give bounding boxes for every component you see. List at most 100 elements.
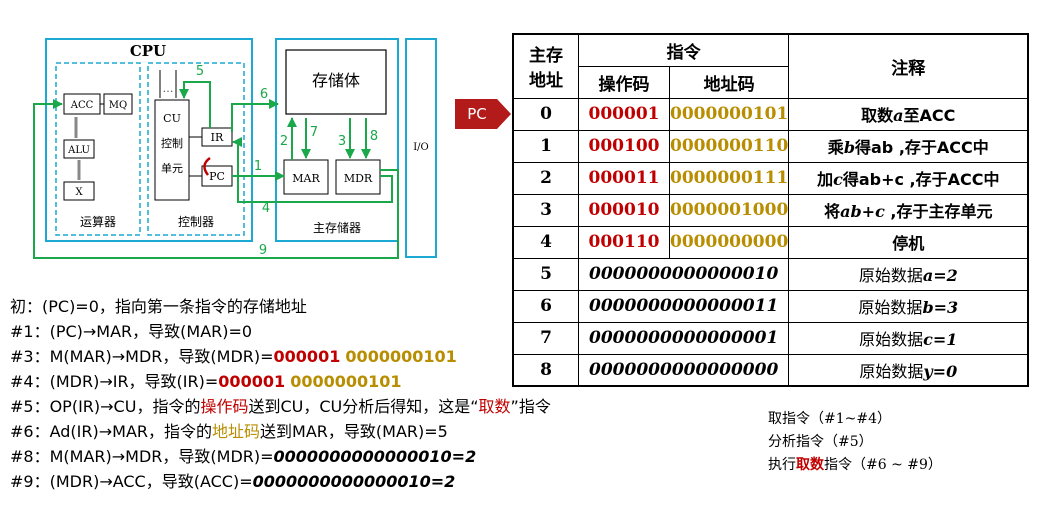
- control-unit-box: [147, 62, 245, 236]
- x-label: X: [75, 187, 83, 198]
- alu-box: [63, 139, 95, 159]
- path-2-label: 2: [280, 134, 288, 149]
- alu-unit-label: 运算器: [80, 214, 116, 229]
- row-opcode: 000110: [578, 225, 670, 259]
- row-opcode: 000100: [578, 129, 670, 163]
- step-6: #6：Ad(IR)→MAR，指令的地址码送到MAR，导致(MAR)=5: [10, 422, 448, 441]
- control-unit-label: 控制器: [178, 215, 214, 229]
- row-note: 将ab+c ,存于主存单元: [788, 193, 1029, 227]
- path-3-label: 3: [338, 134, 346, 149]
- row-addrcode: 0000000101: [668, 97, 790, 131]
- row-note: 停机: [788, 225, 1029, 259]
- row-note: 取数a至ACC: [788, 97, 1029, 131]
- row-addr: 3: [512, 193, 579, 227]
- row-data-value: 0000000000000011: [577, 289, 790, 323]
- path-4: [232, 137, 393, 203]
- mar-label: MAR: [292, 172, 320, 185]
- cu-sub2: 单元: [161, 162, 183, 175]
- step-1: #1：(PC)→MAR，导致(MAR)=0: [10, 322, 253, 341]
- path-9: [33, 99, 399, 259]
- acc-label: ACC: [70, 100, 94, 111]
- row-addrcode: 0000001000: [668, 193, 790, 227]
- step-3: #3：M(MAR)→MDR，导致(MDR)=000001 0000000101: [10, 347, 457, 366]
- row-data-value: 0000000000000000: [577, 353, 790, 387]
- header-op: 操作码: [578, 65, 670, 99]
- ir-label: IR: [211, 131, 224, 144]
- row-note: 原始数据y=0: [788, 353, 1029, 387]
- row-addr: 5: [512, 257, 579, 291]
- path-5: [179, 81, 211, 128]
- row-addrcode: 0000000110: [668, 129, 790, 163]
- alu-label: ALU: [67, 145, 90, 156]
- main-memory-label: 主存储器: [313, 220, 361, 235]
- io-box: [405, 38, 437, 258]
- row-addr: 0: [512, 97, 579, 131]
- step-init: 初：(PC)=0，指向第一条指令的存储地址: [10, 297, 307, 316]
- pc-increment-arc: [203, 156, 211, 176]
- cpu-title: CPU: [130, 42, 166, 60]
- row-addr: 6: [512, 289, 579, 323]
- alu-unit-box: [55, 62, 141, 236]
- header-ad: 地址码: [668, 65, 790, 99]
- path-1-label: 1: [254, 159, 262, 174]
- header-note: 注释: [788, 33, 1029, 99]
- step-8: #8：M(MAR)→MDR，导致(MDR)=0000000000000010=2: [10, 447, 477, 466]
- row-addr: 1: [512, 129, 579, 163]
- row-data-value: 0000000000000010: [577, 257, 790, 291]
- row-opcode: 000011: [578, 161, 670, 195]
- mar-register: [283, 159, 329, 195]
- row-note: 乘b得ab ,存于ACC中: [788, 129, 1029, 163]
- note-execute: 执行取数指令（#6 ~ #9）: [768, 457, 942, 473]
- step-5: #5：OP(IR)→CU，指令的操作码送到CU，CU分析后得知，这是“取数”指令: [10, 397, 551, 416]
- row-addr: 2: [512, 161, 579, 195]
- cu-label: CU: [163, 112, 181, 125]
- io-label: I/O: [413, 142, 429, 153]
- cpu-memory-diagram: CPU ACC MQ ALU X 运算器 CU 控制 单元 … IR PC 控制…: [33, 38, 437, 259]
- storage-body: [285, 49, 387, 115]
- cu-dots: …: [163, 82, 174, 95]
- note-fetch: 取指令（#1~#4）: [768, 411, 892, 427]
- storage-label: 存储体: [312, 71, 360, 90]
- row-note: 原始数据b=3: [788, 289, 1029, 323]
- mq-label: MQ: [109, 100, 127, 111]
- x-register: [63, 181, 95, 201]
- row-addr: 7: [512, 321, 579, 355]
- cu-sub1: 控制: [161, 136, 183, 150]
- path-9-label: 9: [259, 243, 267, 258]
- main-memory-box: [275, 38, 399, 242]
- pc-pointer-text: PC: [467, 105, 487, 123]
- mdr-label: MDR: [344, 172, 373, 185]
- row-addr: 4: [512, 225, 579, 259]
- row-addrcode: 0000000111: [668, 161, 790, 195]
- cpu-box: [45, 38, 253, 242]
- note-decode: 分析指令（#5）: [768, 434, 873, 450]
- header-instr: 指令: [577, 33, 790, 67]
- row-note: 原始数据c=1: [788, 321, 1029, 355]
- header-addr: 主存地址: [512, 33, 579, 99]
- row-opcode: 000001: [578, 97, 670, 131]
- row-data-value: 0000000000000001: [577, 321, 790, 355]
- row-addrcode: 0000000000: [668, 225, 790, 259]
- path-8-label: 8: [370, 129, 378, 144]
- pc-label: PC: [209, 170, 225, 183]
- path-4-label: 4: [262, 201, 270, 216]
- path-6-label: 6: [260, 87, 268, 102]
- row-note: 原始数据a=2: [788, 257, 1029, 291]
- row-opcode: 000010: [578, 193, 670, 227]
- step-9: #9：(MDR)→ACC，导致(ACC)=0000000000000010=2: [10, 472, 456, 491]
- cu-box: [154, 99, 190, 201]
- row-note: 加c得ab+c ,存于ACC中: [788, 161, 1029, 195]
- step-4: #4：(MDR)→IR，导致(IR)=000001 0000000101: [10, 372, 402, 391]
- path-7-label: 7: [310, 125, 318, 140]
- path-5-label: 5: [196, 64, 204, 79]
